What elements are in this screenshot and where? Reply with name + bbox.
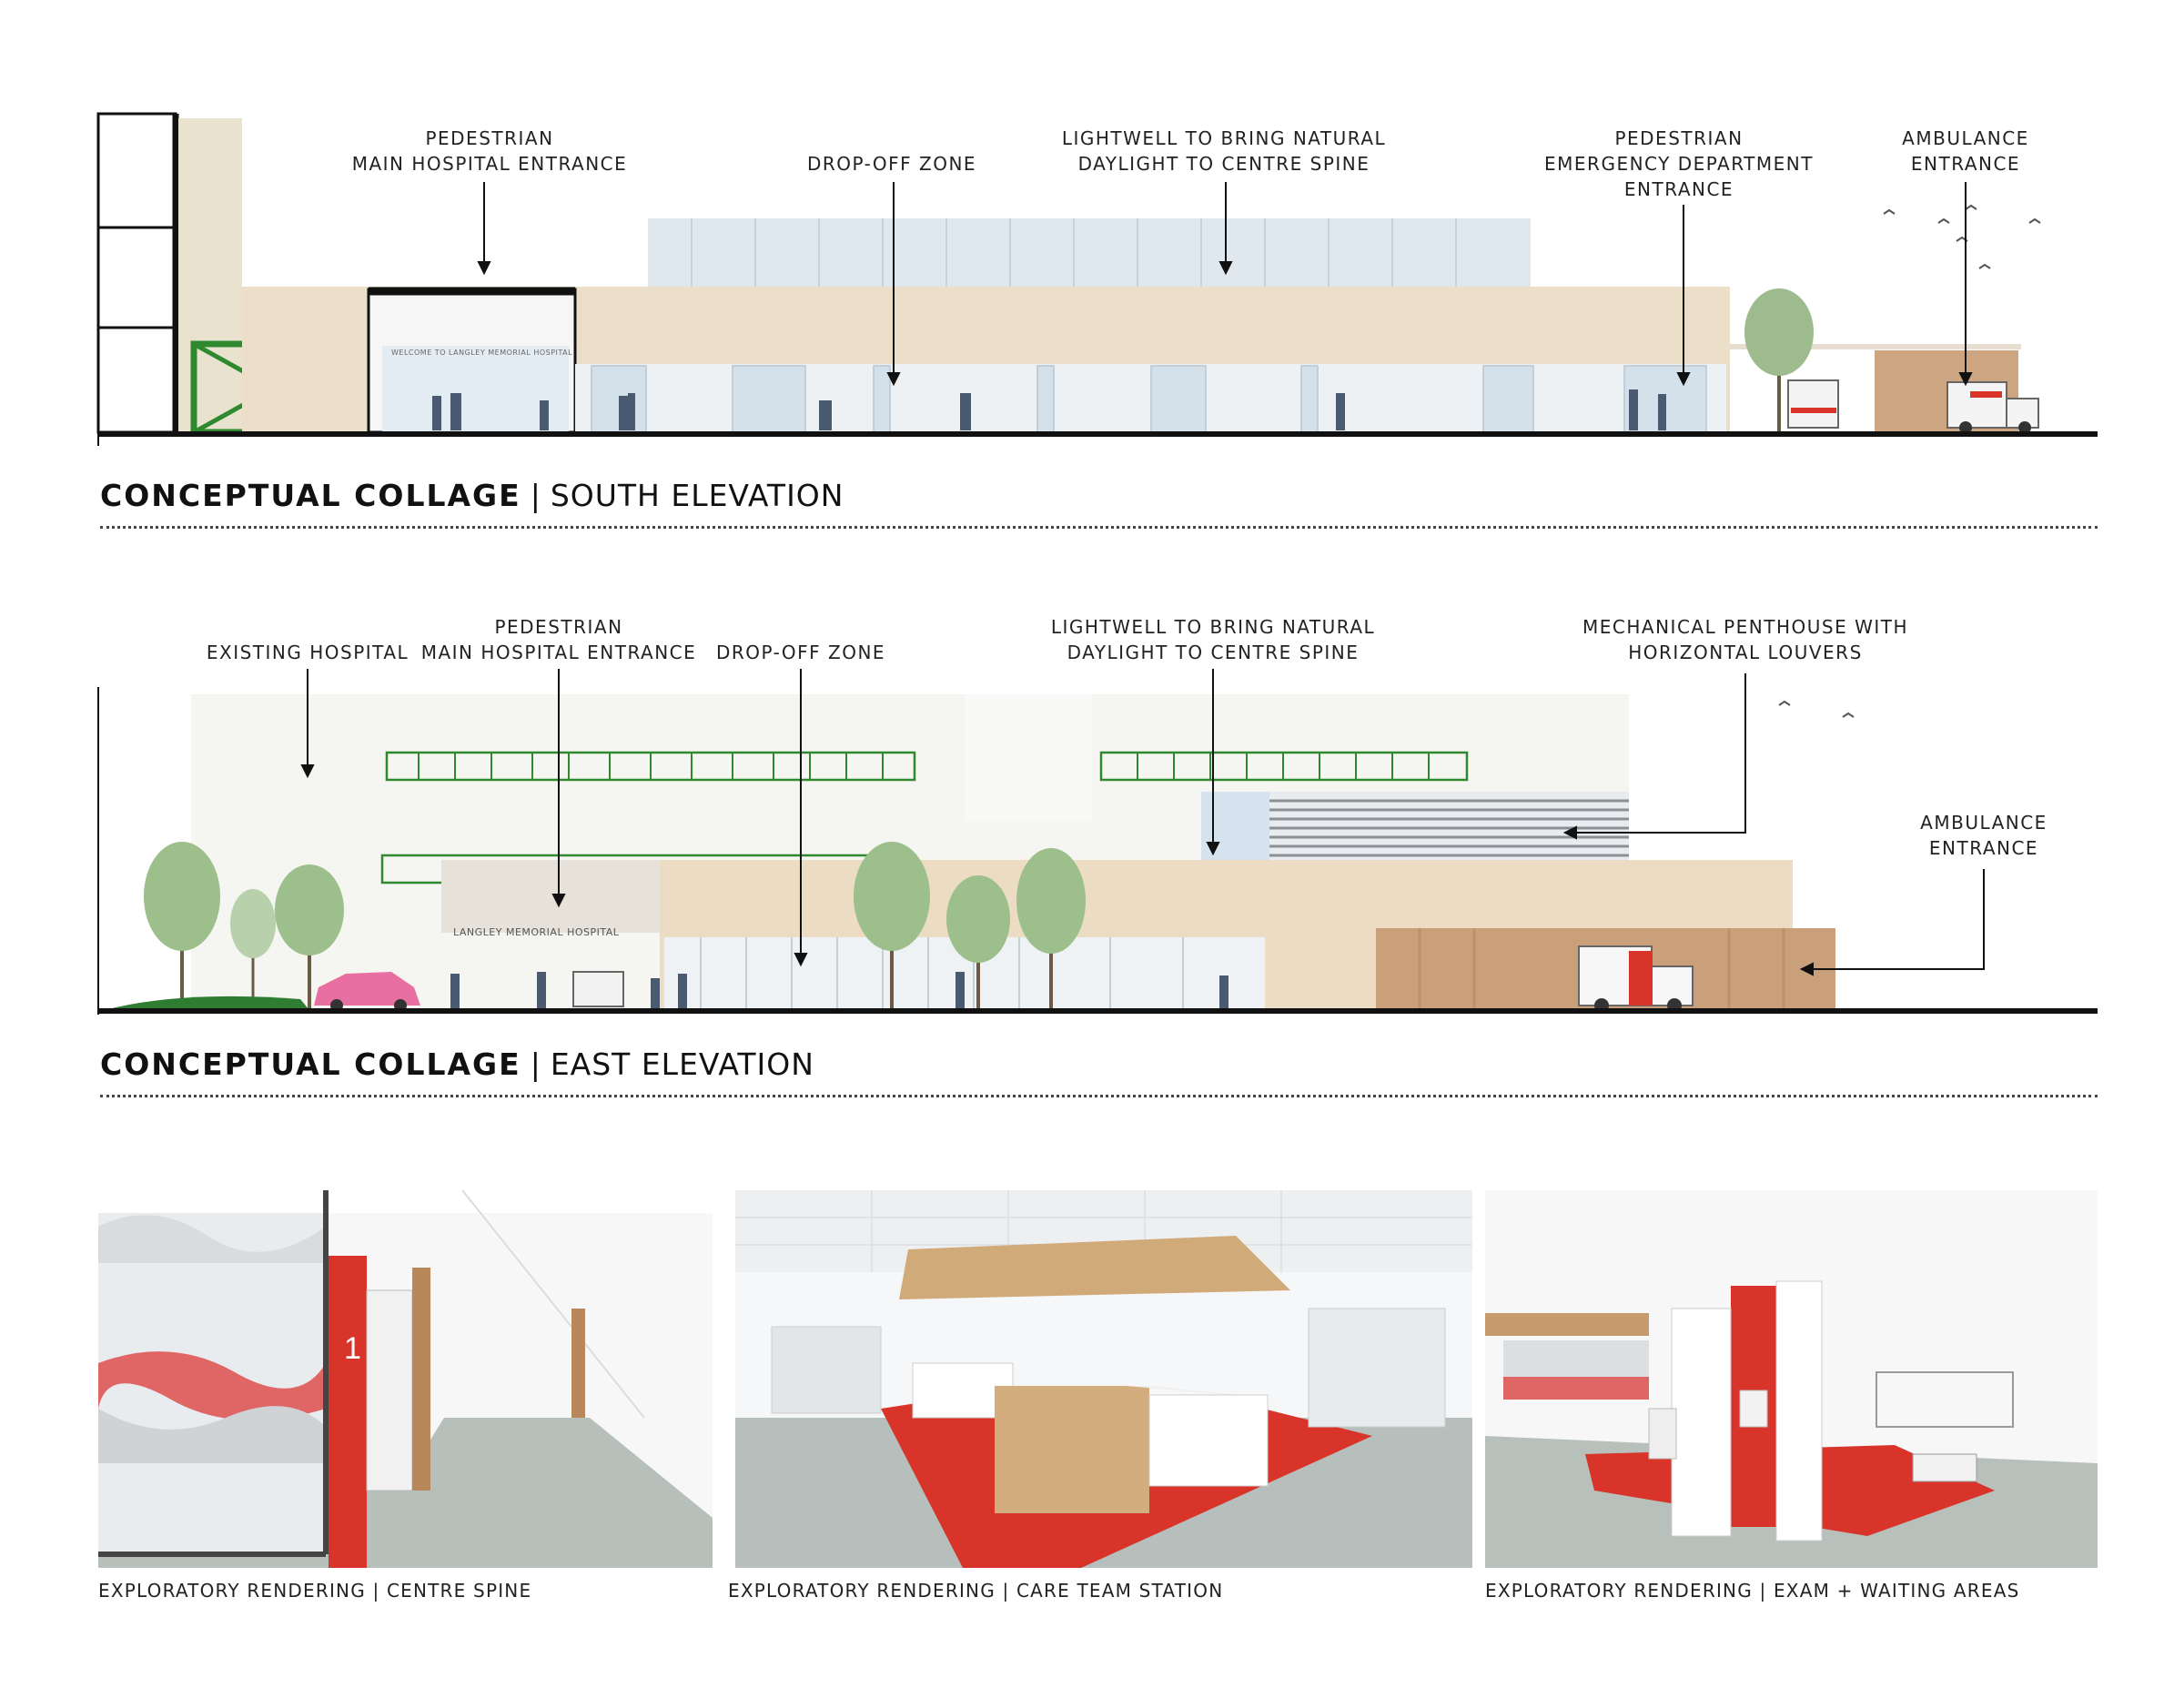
rendering-care-team-station	[735, 1190, 1472, 1568]
east-label-pedestrian-main: PEDESTRIAN MAIN HOSPITAL ENTRANCE	[420, 616, 697, 663]
room-number: 1	[344, 1331, 361, 1366]
south-divider	[100, 526, 2098, 529]
east-signage: LANGLEY MEMORIAL HOSPITAL	[453, 926, 620, 938]
south-label-lightwell: LIGHTWELL TO BRING NATURAL DAYLIGHT TO C…	[1061, 127, 1387, 175]
east-elevation-drawing	[97, 669, 2098, 1015]
lightwell-glass	[648, 218, 1531, 287]
south-label-dropoff: DROP-OFF ZONE	[806, 153, 977, 175]
east-divider	[100, 1095, 2098, 1097]
horizontal-louvers	[1269, 799, 1629, 857]
east-label-penthouse: MECHANICAL PENTHOUSE WITH HORIZONTAL LOU…	[1582, 616, 1908, 663]
caption-exam-waiting: EXPLORATORY RENDERING | EXAM + WAITING A…	[1485, 1580, 2020, 1602]
south-label-pedestrian-emergency: PEDESTRIAN EMERGENCY DEPARTMENT ENTRANCE	[1544, 127, 1814, 200]
east-entrance-canopy	[441, 860, 660, 933]
existing-building-section	[96, 112, 177, 434]
tree	[1744, 288, 1814, 376]
south-label-pedestrian-main: PEDESTRIAN MAIN HOSPITAL ENTRANCE	[351, 127, 628, 175]
ambulance-vehicle	[1787, 379, 2039, 434]
south-elevation-drawing	[96, 112, 2098, 446]
rendering-centre-spine: 1	[98, 1190, 713, 1568]
south-title-sep: |	[530, 478, 541, 513]
rendering-exam-waiting	[1485, 1190, 2098, 1568]
ambulance-canopy	[1730, 344, 2021, 349]
east-label-lightwell: LIGHTWELL TO BRING NATURAL DAYLIGHT TO C…	[1050, 616, 1376, 663]
east-title-bold: CONCEPTUAL COLLAGE	[100, 1046, 521, 1082]
south-signage: WELCOME TO LANGLEY MEMORIAL HOSPITAL	[391, 349, 573, 357]
east-title-sep: |	[530, 1046, 541, 1082]
white-car	[572, 971, 624, 1007]
south-title-bold: CONCEPTUAL COLLAGE	[100, 478, 521, 513]
east-elevation-title: CONCEPTUAL COLLAGE|EAST ELEVATION	[100, 1046, 814, 1082]
east-label-existing-hospital: EXISTING HOSPITAL	[206, 642, 410, 663]
south-title-rest: SOUTH ELEVATION	[550, 478, 844, 513]
caption-care-team-station: EXPLORATORY RENDERING | CARE TEAM STATIO…	[728, 1580, 1224, 1602]
mechanical-penthouse	[1201, 792, 1629, 860]
east-label-ambulance: AMBULANCE ENTRANCE	[1920, 812, 2048, 859]
south-elevation-title: CONCEPTUAL COLLAGE | SOUTH ELEVATION	[100, 478, 844, 513]
brick-tower	[178, 118, 242, 432]
south-label-ambulance: AMBULANCE ENTRANCE	[1902, 127, 2029, 175]
east-label-dropoff: DROP-OFF ZONE	[715, 642, 886, 663]
east-leader-lines	[300, 669, 1985, 976]
east-trees	[144, 842, 1086, 1010]
caption-centre-spine: EXPLORATORY RENDERING | CENTRE SPINE	[98, 1580, 532, 1602]
south-leader-lines	[477, 182, 1973, 387]
east-title-rest: EAST ELEVATION	[550, 1046, 814, 1082]
lawn	[105, 996, 309, 1010]
